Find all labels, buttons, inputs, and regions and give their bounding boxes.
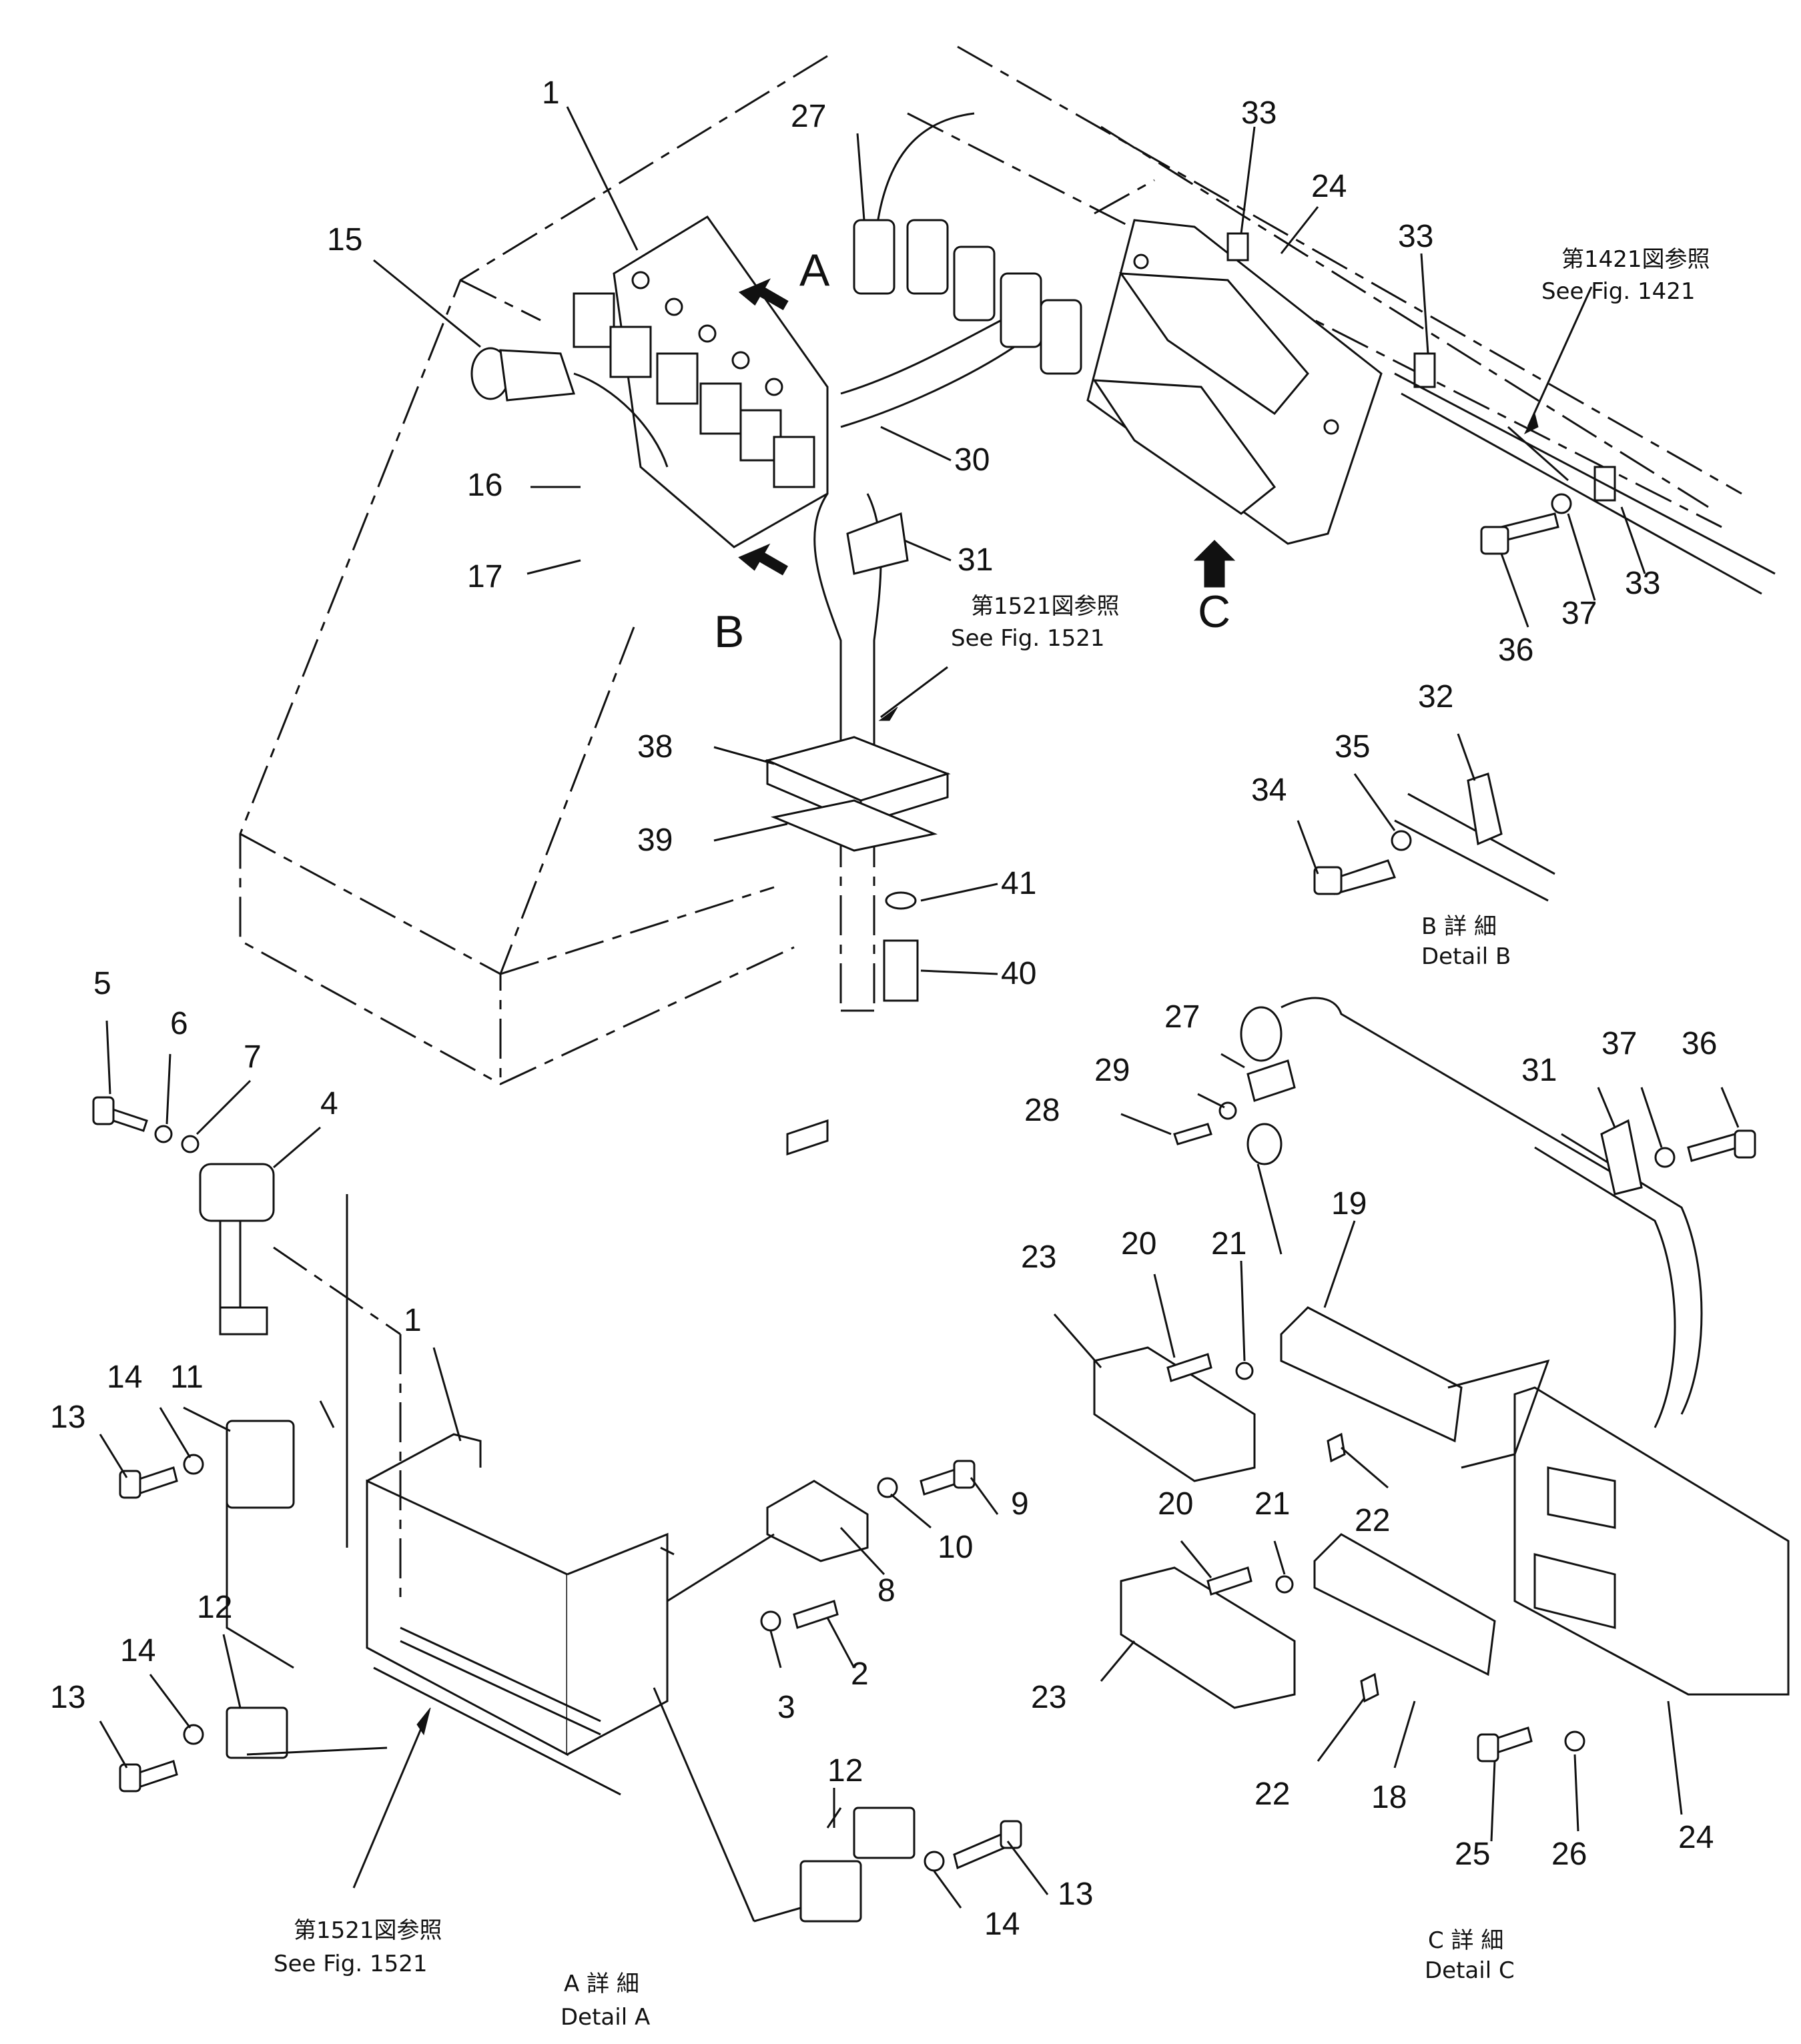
callout-12-a: 12 [197, 1590, 232, 1625]
detail-b-jp: B 詳 細 [1421, 913, 1497, 940]
cab-body-outline [239, 45, 1742, 1085]
callout-19: 19 [1331, 1186, 1367, 1221]
callout-28: 28 [1024, 1093, 1060, 1128]
callout-34: 34 [1251, 773, 1287, 808]
callout-33-a: 33 [1241, 95, 1277, 131]
detail-b-en: Detail B [1421, 943, 1511, 970]
detail-a-jp: A 詳 細 [564, 1971, 639, 1997]
callout-18: 18 [1371, 1780, 1407, 1815]
callout-39: 39 [637, 823, 673, 858]
callout-21-a: 21 [1211, 1226, 1246, 1261]
callout-29: 29 [1094, 1053, 1130, 1088]
detail-a-drawing [92, 1096, 1022, 1923]
callout-33-b: 33 [1398, 219, 1433, 254]
callout-33-c: 33 [1625, 566, 1660, 601]
controller-plate-top [1086, 219, 1383, 545]
callout-31-top: 31 [958, 542, 993, 578]
grommet-38-39 [764, 736, 951, 1002]
callout-26: 26 [1551, 1837, 1587, 1872]
callout-16: 16 [467, 468, 502, 503]
callout-38: 38 [637, 729, 673, 764]
callout-13-b: 13 [50, 1680, 85, 1715]
relay-bracket-assembly [573, 215, 829, 548]
view-letter-b: B [714, 606, 744, 657]
callout-11: 11 [170, 1360, 204, 1395]
callout-15: 15 [327, 222, 362, 258]
callout-17: 17 [467, 559, 502, 594]
leader-lines [99, 106, 1740, 1909]
callout-27-top: 27 [791, 99, 826, 134]
callout-30: 30 [954, 442, 990, 478]
callout-13-c: 13 [1058, 1877, 1093, 1912]
callout-labels: 1 15 16 17 27 30 31 24 33 33 33 36 37 38… [50, 75, 1717, 1942]
callout-24-top: 24 [1311, 169, 1347, 204]
ref-1521-bot-jp: 第1521図参照 [294, 1917, 442, 1944]
bolt-36-top [1480, 493, 1572, 555]
callout-1-top: 1 [542, 75, 560, 111]
callout-25: 25 [1455, 1837, 1490, 1872]
callout-3: 3 [777, 1690, 795, 1725]
callout-14-c: 14 [984, 1907, 1020, 1942]
callout-8: 8 [877, 1573, 895, 1608]
callout-14-b: 14 [120, 1633, 155, 1668]
callout-5: 5 [93, 966, 111, 1001]
callout-37-top: 37 [1561, 596, 1597, 631]
callout-6: 6 [170, 1006, 188, 1041]
detail-c-en: Detail C [1425, 1957, 1515, 1984]
callout-31-detail: 31 [1521, 1053, 1557, 1088]
ref-1521-top-jp: 第1521図参照 [971, 593, 1120, 620]
view-letter-a: A [799, 245, 830, 296]
view-arrows [738, 278, 1236, 588]
callout-40: 40 [1001, 956, 1036, 991]
callout-27-detail: 27 [1164, 999, 1200, 1035]
ref-1421-jp: 第1421図参照 [1561, 246, 1710, 273]
clamps-33 [1226, 232, 1776, 595]
detail-b-clamp [1313, 773, 1555, 902]
callout-24-detail: 24 [1678, 1820, 1714, 1855]
callout-23-a: 23 [1021, 1239, 1056, 1275]
callout-32: 32 [1418, 679, 1453, 714]
ref-1521-bot-en: See Fig. 1521 [274, 1951, 427, 1977]
ref-1521-top-en: See Fig. 1521 [951, 625, 1104, 652]
callout-22-a: 22 [1355, 1503, 1390, 1538]
detail-a-en: Detail A [561, 2004, 650, 2031]
callout-22-b: 22 [1254, 1776, 1290, 1812]
sensor-row [853, 112, 1082, 375]
connector-15 [470, 347, 669, 468]
callout-4: 4 [320, 1086, 338, 1121]
ref-1421-en: See Fig. 1421 [1541, 278, 1695, 305]
view-letters: A B C [714, 245, 1230, 657]
callout-20-a: 20 [1121, 1226, 1156, 1261]
detail-captions: A 詳 細 Detail A B 詳 細 Detail B C 詳 細 Deta… [561, 913, 1515, 2031]
detail-c-jp: C 詳 細 [1428, 1927, 1503, 1954]
callout-21-b: 21 [1254, 1486, 1290, 1522]
callout-12-b: 12 [827, 1753, 863, 1788]
callout-9: 9 [1011, 1486, 1029, 1522]
harness-30-31 [813, 312, 1015, 781]
callout-37-detail: 37 [1601, 1026, 1637, 1061]
callout-35: 35 [1335, 729, 1370, 764]
callout-2: 2 [851, 1656, 869, 1692]
view-letter-c: C [1198, 586, 1230, 637]
callout-14-a: 14 [107, 1360, 142, 1395]
detail-c-drawing [1093, 997, 1790, 1762]
figure-references: 第1421図参照 See Fig. 1421 第1521図参照 See Fig.… [274, 246, 1710, 1977]
callout-36-detail: 36 [1682, 1026, 1717, 1061]
callout-41: 41 [1001, 866, 1036, 901]
callout-20-b: 20 [1158, 1486, 1193, 1522]
callout-7: 7 [244, 1039, 262, 1075]
callout-1-detail: 1 [404, 1303, 422, 1338]
callout-23-b: 23 [1031, 1680, 1066, 1715]
callout-36-top: 36 [1498, 632, 1533, 668]
callout-13-a: 13 [50, 1400, 85, 1435]
callout-10: 10 [938, 1530, 973, 1565]
